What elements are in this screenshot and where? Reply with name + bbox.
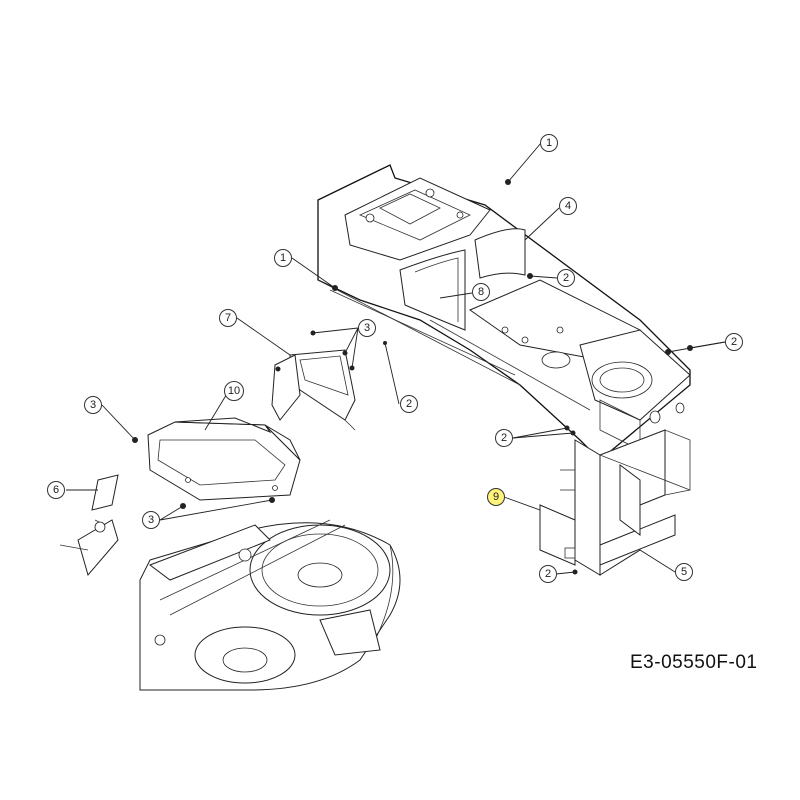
svg-text:2: 2 [563,272,569,284]
svg-text:9: 9 [493,491,499,503]
bracket-part-6 [59,474,119,577]
rear-housing [539,429,691,576]
belt-cover [147,417,301,501]
dash-panel [399,228,526,331]
bracket-part-7 [271,349,356,431]
callout-4: 4 [559,197,577,215]
svg-text:5: 5 [681,566,687,578]
callout-10: 10 [224,381,244,401]
svg-text:2: 2 [731,336,737,348]
svg-text:4: 4 [565,200,571,212]
svg-text:2: 2 [501,432,507,444]
drawing-code: E3-05550F-01 [630,652,758,673]
main-frame [317,164,691,461]
svg-text:3: 3 [364,322,370,334]
svg-text:2: 2 [406,398,412,410]
svg-text:2: 2 [545,568,551,580]
callout-6: 6 [47,481,65,499]
callout-3a: 3 [358,319,376,337]
svg-text:1: 1 [280,252,286,264]
callout-9: 9 [487,488,505,506]
callout-2b: 2 [725,333,743,351]
svg-text:1: 1 [546,137,552,149]
callout-1b: 1 [274,249,292,267]
mower-deck [139,519,401,691]
svg-text:8: 8 [478,286,484,298]
callout-2e: 2 [539,565,557,583]
leader-lines [66,142,726,575]
callout-2a: 2 [557,269,575,287]
callout-3b: 3 [84,396,102,414]
svg-text:6: 6 [53,484,59,496]
callout-7: 7 [219,309,237,327]
callout-1a: 1 [540,134,558,152]
svg-text:3: 3 [148,514,154,526]
svg-text:3: 3 [90,399,96,411]
callout-3c: 3 [142,511,160,529]
svg-text:7: 7 [225,312,231,324]
callout-2c: 2 [400,395,418,413]
callout-5: 5 [675,563,693,581]
svg-text:10: 10 [228,385,240,397]
callout-8: 8 [472,283,490,301]
callout-2d: 2 [495,429,513,447]
